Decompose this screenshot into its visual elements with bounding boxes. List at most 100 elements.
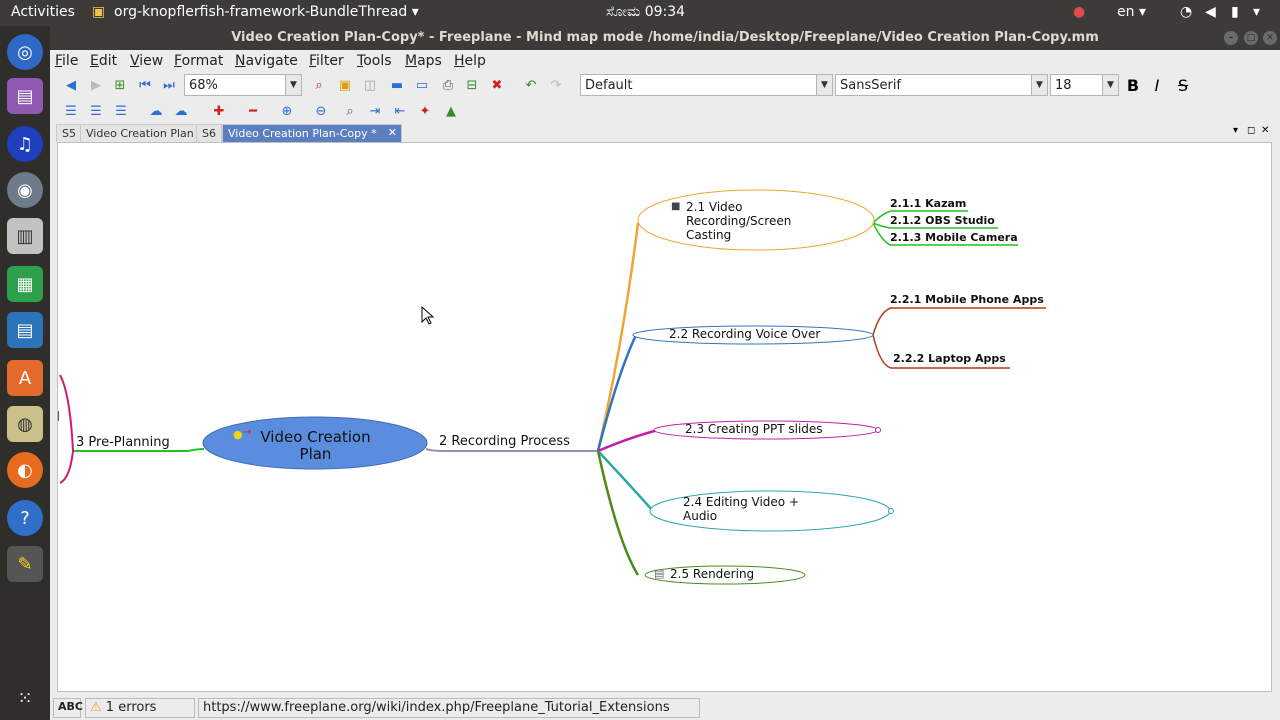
node-2-3[interactable]: 2.3 Creating PPT slides (685, 422, 823, 436)
language-indicator[interactable]: en ▾ (1117, 4, 1146, 20)
export-icon[interactable]: ⇥ (369, 103, 381, 119)
freeplane-icon[interactable]: ✎ (7, 546, 43, 582)
clock[interactable]: ಸೋಮ 09:34 (606, 4, 686, 20)
tab-s6[interactable]: S6 (196, 124, 222, 142)
volume-icon[interactable]: ◀ (1205, 4, 1216, 20)
back-icon[interactable]: ◀ (66, 77, 76, 93)
lock-icon[interactable]: ▲ (446, 103, 456, 119)
tab-menu-icon[interactable]: ▾ (1233, 125, 1239, 136)
tab-restore-icon[interactable]: ◻ (1247, 125, 1256, 136)
align-left-icon[interactable]: ☰ (65, 103, 77, 119)
add-child-icon[interactable]: ✚ (213, 103, 225, 119)
media-player-icon[interactable]: ▤ (7, 78, 43, 114)
print-icon[interactable]: ⎙ (442, 77, 454, 93)
zoom-fit-icon[interactable]: ⌕ (346, 103, 354, 119)
redo-icon[interactable]: ↷ (550, 77, 562, 93)
system-menu-icon[interactable]: ▾ (1253, 4, 1261, 20)
navigate-icon[interactable]: ⊞ (114, 77, 126, 93)
spreadsheet-icon[interactable]: ▦ (7, 266, 43, 302)
menu-format[interactable]: Format (174, 53, 224, 69)
node-2-2-2[interactable]: 2.2.2 Laptop Apps (893, 352, 1006, 365)
cloud-color-icon[interactable]: ☁ (174, 103, 188, 119)
close-tab-icon[interactable]: ✕ (387, 126, 397, 139)
font-size-combo[interactable]: 18 ▼ (1050, 74, 1119, 96)
menu-file[interactable]: File (55, 53, 79, 69)
zoom-out-icon[interactable]: ⊖ (315, 103, 327, 119)
spellcheck-indicator[interactable]: ABC (53, 698, 83, 718)
tab-s5[interactable]: S5 (56, 124, 82, 142)
menu-maps[interactable]: Maps (405, 53, 442, 69)
edge-root-preplanning (73, 448, 205, 452)
root-node[interactable]: Video Creation Plan (253, 429, 378, 463)
wifi-icon[interactable]: ◔ (1180, 4, 1193, 20)
import-icon[interactable]: ⇤ (394, 103, 406, 119)
node-2-2[interactable]: 2.2 Recording Voice Over (669, 327, 821, 341)
zoom-value: 68% (189, 78, 218, 93)
node-pre-planning[interactable]: 3 Pre-Planning (76, 435, 170, 450)
node-2-1-1[interactable]: 2.1.1 Kazam (890, 197, 967, 210)
style-combo[interactable]: Default ▼ (580, 74, 833, 96)
cloud-icon[interactable]: ☁ (149, 103, 163, 119)
close-button[interactable]: ✕ (1263, 31, 1277, 45)
disc-icon[interactable]: ◉ (7, 172, 43, 208)
node-recording-process[interactable]: 2 Recording Process (439, 434, 570, 449)
open-icon[interactable]: ◫ (363, 77, 377, 93)
zoom-in-icon[interactable]: ⊕ (281, 103, 293, 119)
tab-video-creation-plan-copy[interactable]: Video Creation Plan-Copy * ✕ (222, 124, 402, 142)
menu-navigate[interactable]: Navigate (235, 53, 298, 69)
menu-edit[interactable]: Edit (90, 53, 118, 69)
node-2-2-1[interactable]: 2.2.1 Mobile Phone Apps (890, 293, 1044, 306)
tab-close-all-icon[interactable]: ✕ (1261, 125, 1270, 136)
zoom-combo[interactable]: 68% ▼ (184, 74, 302, 96)
save-as-icon[interactable]: ▭ (415, 77, 429, 93)
help-icon[interactable]: ? (7, 500, 43, 536)
node-2-4[interactable]: 2.4 Editing Video + Audio (683, 495, 799, 523)
screen-record-icon[interactable]: ● (1073, 4, 1086, 20)
edge-root-recording (425, 448, 598, 452)
battery-icon[interactable]: ▮ (1231, 4, 1239, 20)
node-2-1[interactable]: 2.1 Video Recording/Screen Casting (686, 200, 791, 242)
bold-button[interactable]: B (1126, 75, 1140, 95)
software-center-icon[interactable]: A (7, 360, 43, 396)
print-preview-icon[interactable]: ⊟ (466, 77, 478, 93)
chromium-icon[interactable]: ◎ (7, 34, 43, 70)
close-map-icon[interactable]: ✖ (491, 77, 503, 93)
next-map-icon[interactable]: ⏭ (163, 77, 175, 93)
audacity-icon[interactable]: ♫ (7, 126, 43, 162)
new-map-icon[interactable]: ▣ (338, 77, 352, 93)
node-2-5[interactable]: 2.5 Rendering (670, 567, 755, 581)
italic-button[interactable]: I (1154, 75, 1160, 95)
mindmap-canvas[interactable]: Video Creation Plan ● → 3 Pre-Planning 2… (57, 142, 1272, 692)
minimize-button[interactable]: – (1224, 31, 1238, 45)
menu-help[interactable]: Help (454, 53, 486, 69)
menu-filter[interactable]: Filter (309, 53, 344, 69)
align-center-icon[interactable]: ☰ (90, 103, 102, 119)
pin-icon[interactable]: ✦ (419, 103, 431, 119)
previous-map-icon[interactable]: ⏮ (139, 77, 151, 93)
undo-icon[interactable]: ↶ (525, 77, 537, 93)
menu-tools[interactable]: Tools (357, 53, 392, 69)
show-apps-icon[interactable]: ⁙ (17, 687, 33, 709)
node-2-1-3[interactable]: 2.1.3 Mobile Camera (890, 231, 1018, 244)
speaker-icon[interactable]: ◍ (7, 406, 43, 442)
app-menu[interactable]: org-knopflerfish-framework-BundleThread … (114, 4, 419, 20)
menu-view[interactable]: View (130, 53, 164, 69)
strikethrough-button[interactable]: S (1177, 75, 1189, 95)
maximize-button[interactable]: □ (1244, 31, 1258, 45)
node-2-1-2[interactable]: 2.1.2 OBS Studio (890, 214, 995, 227)
firefox-icon[interactable]: ◐ (7, 452, 43, 488)
node-2-4-line2: Audio (683, 509, 718, 523)
files-icon[interactable]: ▥ (7, 218, 43, 254)
font-combo[interactable]: SansSerif ▼ (835, 74, 1048, 96)
find-icon[interactable]: ⌕ (315, 77, 323, 93)
error-indicator[interactable]: ⚠ 1 errors (85, 698, 195, 718)
forward-icon[interactable]: ▶ (91, 77, 101, 93)
writer-icon[interactable]: ▤ (7, 312, 43, 348)
align-right-icon[interactable]: ☰ (115, 103, 127, 119)
remove-node-icon[interactable]: ━ (249, 103, 257, 119)
activities-button[interactable]: Activities (11, 4, 75, 20)
tab-video-creation-plan[interactable]: Video Creation Plan (80, 124, 200, 142)
mindmap-edges (58, 189, 1046, 585)
edge-to-2-5 (596, 450, 640, 576)
save-icon[interactable]: ▬ (390, 77, 404, 93)
